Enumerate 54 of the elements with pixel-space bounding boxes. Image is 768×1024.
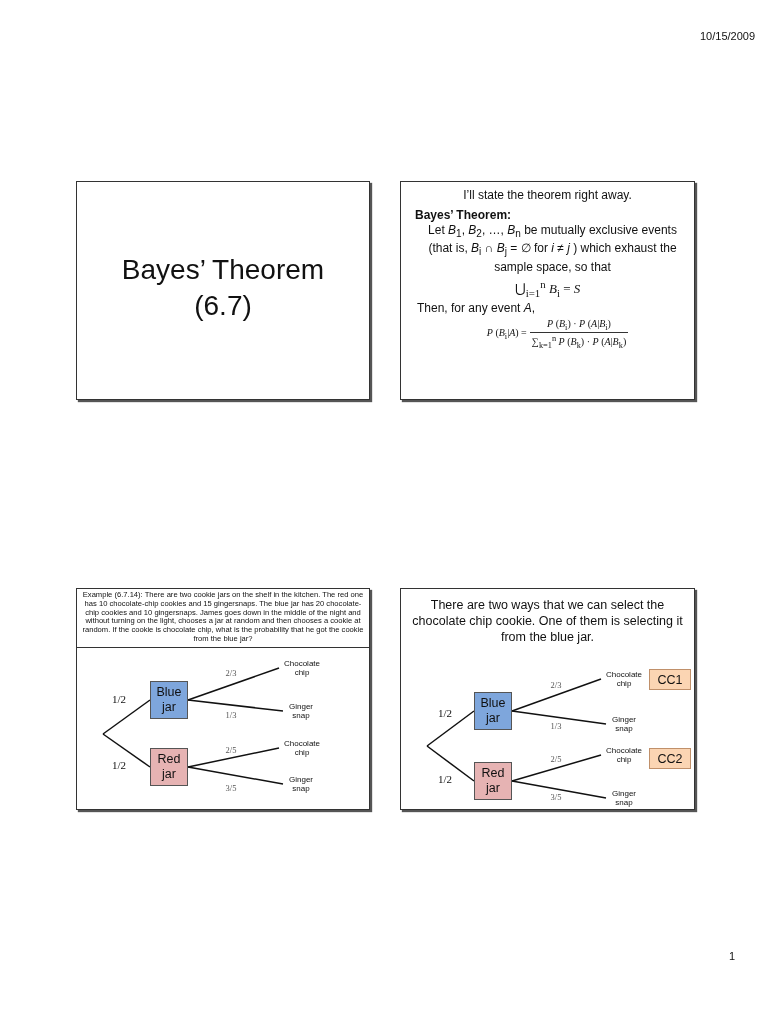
slide-title: Bayes’ Theorem (6.7) [120, 253, 326, 323]
probability-label: 2/5 [225, 745, 237, 755]
probability-label: 1/2 [111, 693, 127, 705]
probability-label: 2/5 [550, 754, 562, 764]
jar-box: Red jar [474, 762, 512, 800]
slide-panel [400, 181, 695, 400]
branch-line [511, 754, 602, 782]
slide-heading: There are two ways that we can select the chocolate chip cookie. One of them is selecting it from the blue jar. [411, 597, 684, 645]
theorem-heading: Bayes’ Theorem: [415, 208, 513, 222]
theorem-statement: Let B$_{1}$, B$_{2}$, …, B$_{n}$ be mutually exclusive events (that is, B$_{i}$ ∩ B$_{j}$ = ∅ for i ≠ j ) which exhaust the sample space, so that [427, 223, 678, 275]
outcome-tag: CC1 [649, 669, 691, 690]
branch-line [511, 710, 607, 725]
probability-label: 1/3 [550, 721, 562, 731]
branch-line [187, 667, 280, 701]
formula-lhs: P (B$_{i}$|A) = [486, 326, 527, 341]
probability-label: 3/5 [225, 783, 237, 793]
slide-panel [76, 181, 370, 400]
outcome-label: Ginger snap [606, 715, 642, 733]
outcome-label: Chocolate chip [601, 670, 647, 688]
outcome-label: Ginger snap [283, 775, 319, 793]
date-text: 10/15/2009 [700, 30, 756, 42]
jar-box: Blue jar [474, 692, 512, 730]
jar-box: Red jar [150, 748, 188, 786]
branch-line [426, 710, 475, 747]
branch-line [187, 766, 284, 785]
outcome-tag: CC2 [649, 748, 691, 769]
branch-line [187, 699, 284, 712]
probability-label: 1/2 [437, 773, 453, 785]
probability-label: 1/2 [437, 707, 453, 719]
probability-label: 2/3 [225, 668, 237, 678]
outcome-label: Chocolate chip [279, 659, 325, 677]
probability-label: 2/3 [550, 680, 562, 690]
condition-text: Then, for any event A, [417, 300, 537, 315]
outcome-label: Ginger snap [606, 789, 642, 807]
outcome-label: Chocolate chip [601, 746, 647, 764]
branch-line [102, 699, 151, 735]
probability-label: 3/5 [550, 792, 562, 802]
formula-numerator: P (B$_{i}$) · P (A|B$_{i}$) [529, 317, 629, 333]
probability-label: 1/2 [111, 759, 127, 771]
branch-line [187, 747, 280, 768]
intro-text: I’ll state the theorem right away. [462, 188, 633, 202]
branch-line [102, 733, 151, 768]
jar-box: Blue jar [150, 681, 188, 719]
branch-line [511, 780, 607, 799]
branch-line [426, 745, 475, 782]
union-formula: ⋃$_{i=1}$$^{n}$ B$_{i}$ = S [513, 277, 582, 299]
formula-denominator: ∑$_{k=1}$$^{n}$ P (B$_{k}$) · P (A|B$_{k}$) [530, 332, 628, 351]
outcome-label: Ginger snap [283, 702, 319, 720]
page-number: 1 [729, 950, 736, 962]
slide-panel [76, 588, 370, 810]
outcome-label: Chocolate chip [279, 739, 325, 757]
slide-panel [400, 588, 695, 810]
branch-line [511, 678, 602, 712]
probability-label: 1/3 [225, 710, 237, 720]
